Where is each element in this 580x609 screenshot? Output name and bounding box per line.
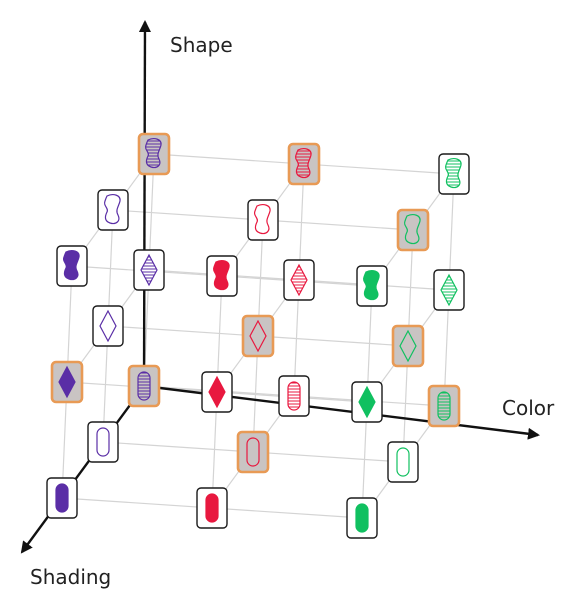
card-frame: [133, 249, 165, 291]
shape-axis-arrow: [138, 20, 151, 387]
diamond-symbol: [99, 309, 117, 343]
squiggle-symbol: [362, 270, 380, 301]
card-diamond-red-empty: [241, 314, 275, 358]
oval-symbol: [396, 447, 410, 477]
oval-symbol: [137, 371, 151, 401]
oval-symbol: [205, 493, 219, 523]
oval-symbol: [287, 381, 301, 411]
card-diamond-purple-solid: [50, 360, 84, 404]
oval-symbol: [96, 427, 110, 457]
diamond-symbol: [58, 365, 76, 399]
squiggle-symbol: [253, 204, 271, 235]
card-frame: [433, 269, 465, 311]
axis-labels: Shape Color Shading: [30, 33, 555, 589]
card-frame: [92, 305, 124, 347]
oval-symbol: [246, 437, 260, 467]
card-oval-green-empty: [387, 441, 419, 483]
card-squiggle-green-empty: [396, 208, 430, 252]
diamond-symbol: [208, 375, 226, 409]
card-diamond-green-empty: [391, 324, 425, 368]
card-oval-purple-solid: [46, 477, 78, 519]
squiggle-symbol: [62, 250, 80, 281]
card-frame: [387, 441, 419, 483]
diamond-symbol: [399, 329, 417, 363]
card-squiggle-red-solid: [206, 255, 238, 297]
card-frame: [278, 375, 310, 417]
squiggle-symbol: [103, 194, 121, 225]
card-squiggle-red-striped: [287, 142, 321, 186]
card-oval-purple-striped: [127, 364, 161, 408]
shading-axis-arrow: [20, 385, 145, 554]
squiggle-symbol: [444, 158, 462, 189]
card-diamond-green-striped: [433, 269, 465, 311]
card-oval-red-solid: [196, 487, 228, 529]
card-squiggle-purple-striped: [137, 132, 171, 176]
diamond-symbol: [249, 319, 267, 353]
stripe-fill: [288, 382, 300, 410]
squiggle-symbol: [212, 260, 230, 291]
card-diamond-red-striped: [283, 259, 315, 301]
squiggle-symbol: [294, 148, 312, 179]
card-squiggle-red-empty: [247, 199, 279, 241]
card-squiggle-purple-empty: [97, 189, 129, 231]
card-frame-highlighted: [127, 364, 161, 408]
card-frame-highlighted: [391, 324, 425, 368]
diamond-symbol: [140, 253, 158, 287]
oval-symbol: [355, 503, 369, 533]
card-frame: [283, 259, 315, 301]
oval-symbol: [55, 483, 69, 513]
stripe-fill: [138, 372, 150, 400]
stripe-fill: [438, 392, 450, 420]
card-oval-green-striped: [427, 384, 461, 428]
shading-axis-label: Shading: [30, 565, 111, 589]
card-frame-highlighted: [236, 430, 270, 474]
card-oval-green-solid: [346, 497, 378, 539]
diamond-symbol: [440, 273, 458, 307]
color-axis-label: Color: [502, 396, 555, 420]
diamond-symbol: [358, 385, 376, 419]
card-oval-red-striped: [278, 375, 310, 417]
squiggle-symbol: [144, 138, 162, 169]
card-frame-highlighted: [241, 314, 275, 358]
card-oval-red-empty: [236, 430, 270, 474]
card-diamond-purple-empty: [92, 305, 124, 347]
card-diamond-red-solid: [201, 371, 233, 413]
card-oval-purple-empty: [87, 421, 119, 463]
card-diamond-green-solid: [351, 381, 383, 423]
diamond-symbol: [290, 263, 308, 297]
card-frame: [87, 421, 119, 463]
oval-symbol: [437, 391, 451, 421]
card-squiggle-purple-solid: [56, 245, 88, 287]
card-squiggle-green-striped: [438, 153, 470, 195]
shape-axis-label: Shape: [170, 33, 233, 57]
cards: [46, 132, 470, 539]
card-frame-highlighted: [427, 384, 461, 428]
card-diamond-purple-striped: [133, 249, 165, 291]
card-squiggle-green-solid: [356, 265, 388, 307]
squiggle-symbol: [403, 214, 421, 245]
